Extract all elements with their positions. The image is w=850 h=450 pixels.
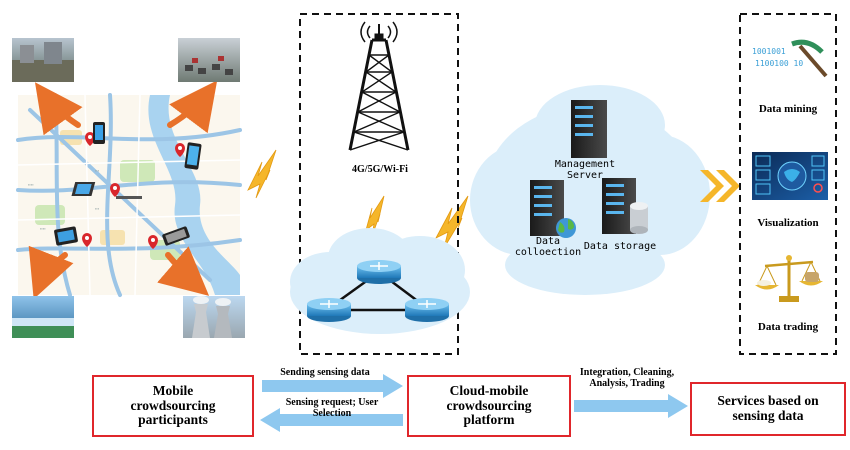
- globe-icon: [556, 218, 576, 238]
- data-trading-label: Data trading: [757, 321, 819, 333]
- data-mining-image: [752, 38, 828, 86]
- svg-text:▪▪▪: ▪▪▪: [95, 206, 100, 211]
- data-mining-label: Data mining: [758, 103, 818, 115]
- visualization-image: [752, 152, 828, 200]
- services-frame: [739, 13, 837, 355]
- sending-data-arrow: [262, 374, 403, 398]
- integration-label: Integration, Cleaning, Analysis, Trading: [579, 367, 675, 389]
- router-icon: [307, 298, 351, 322]
- sensing-request-arrow: [260, 408, 403, 432]
- svg-text:▪▪▪▪: ▪▪▪▪: [40, 226, 46, 231]
- lightning-icon: [247, 149, 469, 249]
- photo-traffic: [178, 38, 240, 82]
- smartphone-icon: [93, 122, 105, 144]
- integration-arrow: [574, 394, 688, 418]
- tower-label: 4G/5G/Wi-Fi: [352, 164, 408, 175]
- visualization-label: Visualization: [757, 217, 819, 229]
- chevron-right-icon: [700, 170, 740, 202]
- database-icon: [630, 202, 648, 234]
- sending-data-label: Sending sensing data: [280, 367, 370, 378]
- binary-text: 1001001: [752, 47, 786, 56]
- laptop-icon: [71, 182, 142, 199]
- sensing-request-label: Sensing request; User Selection: [285, 397, 379, 419]
- smartphone-icon: [184, 142, 202, 170]
- participants-box: Mobile crowdsourcing participants: [92, 375, 254, 437]
- router-icon: [357, 260, 401, 284]
- photo-cooling-towers: [183, 296, 245, 338]
- management-server-label: Management Server: [554, 159, 616, 181]
- services-box: Services based on sensing data: [690, 382, 846, 436]
- smartphone-icon: [162, 226, 190, 246]
- router-icon: [405, 298, 449, 322]
- orange-arrow: [28, 80, 218, 300]
- binary-text: 1100100 10: [755, 59, 804, 68]
- tablet-icon: [54, 226, 78, 246]
- svg-text:▪▪▪▪: ▪▪▪▪: [28, 182, 34, 187]
- cell-tower-icon: [348, 21, 410, 151]
- svg-text:▪▪▪: ▪▪▪: [95, 168, 100, 173]
- photo-water: [12, 296, 74, 338]
- network-frame: [299, 13, 459, 355]
- platform-box: Cloud-mobile crowdsourcing platform: [407, 375, 571, 437]
- photo-flood: [12, 38, 74, 82]
- server-icon: [571, 100, 607, 158]
- data-storage-label: Data storage: [583, 241, 657, 252]
- scales-icon: [755, 255, 823, 302]
- data-collection-label: Data colloection: [514, 236, 582, 258]
